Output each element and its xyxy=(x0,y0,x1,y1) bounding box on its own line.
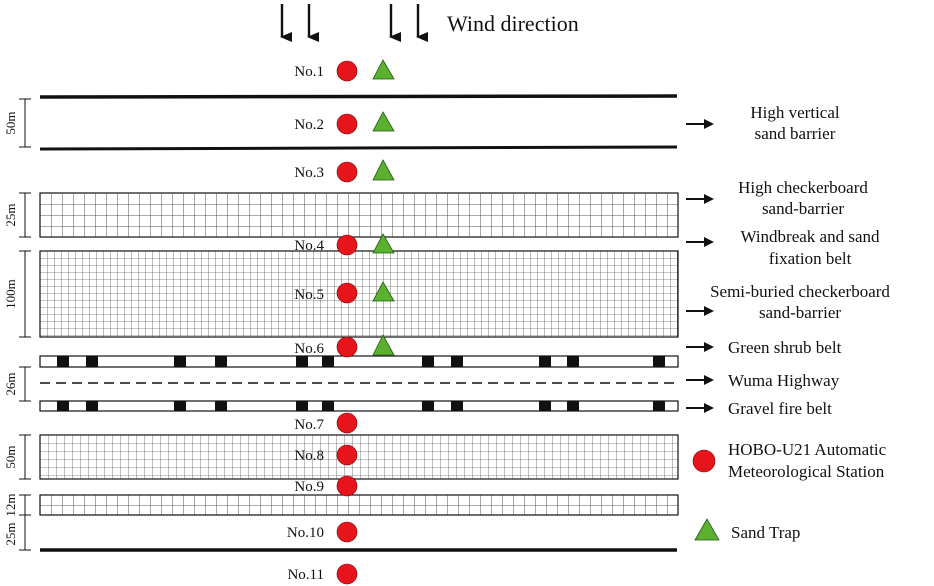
shrub-blocks xyxy=(57,356,665,367)
station-circle xyxy=(336,412,358,434)
belt-label: Semi-buried checkerboard xyxy=(710,282,890,301)
station-circle xyxy=(336,234,358,256)
station-circle xyxy=(336,336,358,358)
belt-label: Green shrub belt xyxy=(728,338,842,357)
legend-trap-icon xyxy=(694,518,720,541)
wind-arrows xyxy=(280,4,428,42)
legend-trap-label: Sand Trap xyxy=(731,523,800,542)
legend-station-icon xyxy=(692,449,716,473)
sand-trap-triangle xyxy=(372,159,395,181)
gravel-fire-belt xyxy=(39,400,679,412)
dimension-markers xyxy=(19,98,31,551)
green-shrub-belt xyxy=(39,355,679,368)
belt-label: sand barrier xyxy=(755,124,836,143)
sand-trap-triangle xyxy=(372,111,395,132)
station-label: No.9 xyxy=(294,479,324,495)
sand-trap-triangle xyxy=(372,59,395,80)
station-label: No.11 xyxy=(287,567,324,583)
sand-trap-triangle xyxy=(372,281,395,302)
high-checkerboard-band xyxy=(39,192,679,238)
belt-label: sand-barrier xyxy=(759,303,841,322)
station-label: No.10 xyxy=(287,525,324,541)
legend: HOBO-U21 Automatic Meteorological Statio… xyxy=(692,440,887,542)
station-circle xyxy=(336,521,358,543)
dim-label: 50m xyxy=(3,445,18,468)
belt-label: Wuma Highway xyxy=(728,371,840,390)
station-label: No.8 xyxy=(294,448,324,464)
station-label: No.5 xyxy=(294,287,324,303)
bands xyxy=(39,94,679,552)
station-label: No.3 xyxy=(294,165,324,181)
dim-label: 25m xyxy=(3,522,18,545)
dim-label: 25m xyxy=(3,203,18,226)
dim-label: 26m xyxy=(3,372,18,395)
station-label: No.2 xyxy=(294,117,324,133)
stations: No.1 No.2 No.3 No.4 No.5 No.6 No.7 No.8 … xyxy=(287,59,395,585)
belt-label: High vertical xyxy=(750,103,839,122)
station-circle xyxy=(336,282,358,304)
dim-label: 12m xyxy=(3,493,18,516)
belt-label: sand-barrier xyxy=(762,199,844,218)
vertical-barrier-line-bottom xyxy=(39,145,678,151)
belt-label: Windbreak and sand xyxy=(740,227,880,246)
dim-label: 100m xyxy=(3,279,18,309)
narrow-checkerboard-strip xyxy=(39,494,679,516)
station-label: No.1 xyxy=(294,64,324,80)
lower-checkerboard-band xyxy=(39,434,679,480)
gravel-blocks xyxy=(57,401,665,411)
sand-trap-triangle xyxy=(372,334,395,356)
station-label: No.4 xyxy=(294,238,324,254)
station-circle xyxy=(336,444,358,466)
station-label: No.7 xyxy=(294,417,324,433)
belt-label: fixation belt xyxy=(769,249,852,268)
legend-station-label: Meteorological Station xyxy=(728,462,885,481)
station-circle xyxy=(336,475,358,497)
wind-direction-label: Wind direction xyxy=(447,11,579,36)
belt-label: Gravel fire belt xyxy=(728,399,832,418)
sand-trap-triangle xyxy=(372,233,395,254)
belt-labels: High vertical sand barrier High checkerb… xyxy=(710,103,890,418)
belt-arrows xyxy=(686,119,714,413)
station-circle xyxy=(336,563,358,585)
dim-label: 50m xyxy=(3,111,18,134)
dimension-labels: 50m 25m 100m 26m 50m 12m 25m xyxy=(3,111,18,545)
vertical-barrier-line-top xyxy=(39,94,678,99)
station-circle xyxy=(336,60,358,82)
legend-station-label: HOBO-U21 Automatic xyxy=(728,440,887,459)
windbreak-band xyxy=(39,250,679,338)
belt-label: High checkerboard xyxy=(738,178,868,197)
station-circle xyxy=(336,113,358,135)
station-label: No.6 xyxy=(294,341,324,357)
station-circle xyxy=(336,161,358,183)
